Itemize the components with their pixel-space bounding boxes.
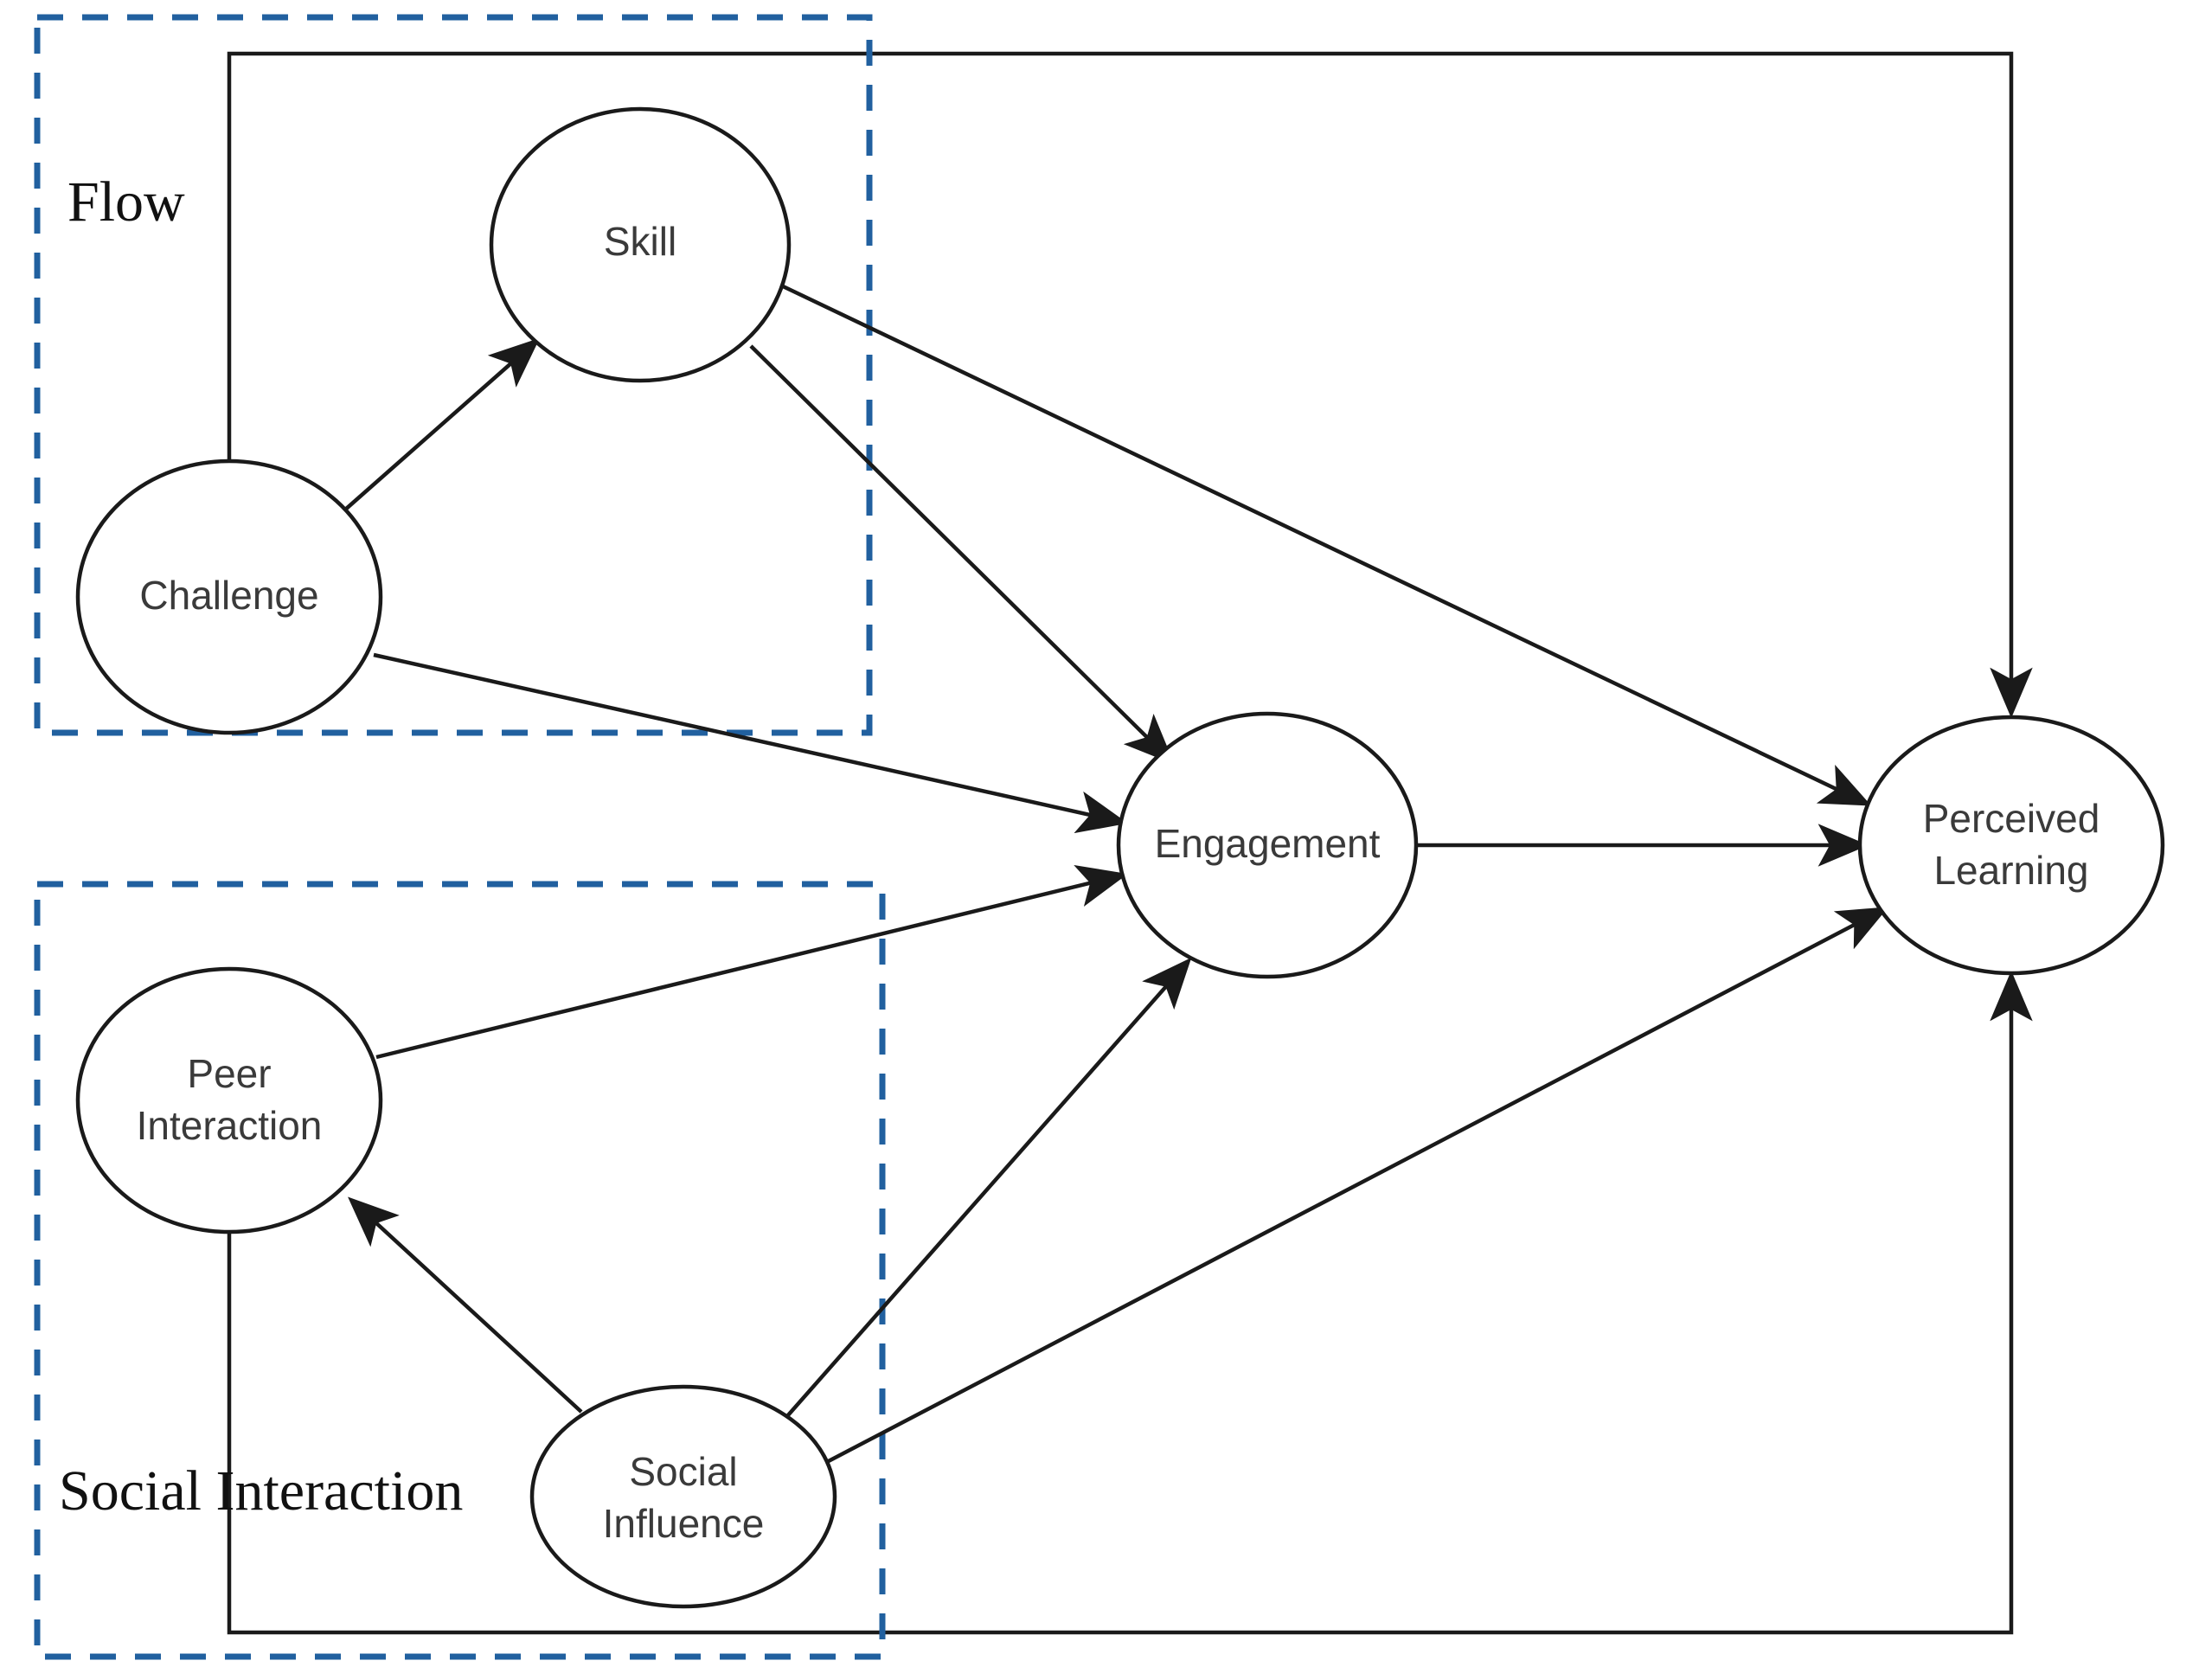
node-ellipse-skill[interactable] xyxy=(489,106,792,383)
edge-skill-to-engagement xyxy=(749,344,1175,765)
node-label-engagement: Engagement xyxy=(1155,821,1381,866)
node-ellipse-engagement[interactable] xyxy=(1116,711,1419,979)
node-label-perceived-learning-line1: Perceived xyxy=(1923,796,2100,841)
edge-social-influence-to-engagement xyxy=(779,957,1192,1425)
node-label-challenge: Challenge xyxy=(139,573,318,618)
edge-peer-interaction-frame-to-perceived-learning xyxy=(227,970,2033,1635)
edge-challenge-to-engagement xyxy=(373,652,1128,834)
edges xyxy=(343,283,1889,1465)
node-engagement[interactable]: Engagement xyxy=(1116,711,1419,979)
node-social-influence[interactable]: Social Influence xyxy=(529,1384,837,1609)
node-challenge[interactable]: Challenge xyxy=(75,458,383,735)
group-boxes xyxy=(34,14,886,1660)
edge-social-influence-to-peer-interaction xyxy=(348,1196,583,1414)
node-peer-interaction[interactable]: Peer Interaction xyxy=(75,966,383,1234)
node-label-peer-interaction-line2: Interaction xyxy=(137,1103,323,1148)
group-label-flow: Flow xyxy=(67,170,185,234)
node-perceived-learning[interactable]: Perceived Learning xyxy=(1857,715,2165,976)
group-label-social-interaction: Social Interaction xyxy=(59,1459,463,1523)
node-label-skill: Skill xyxy=(604,219,676,264)
group-box-flow xyxy=(34,14,873,736)
node-ellipse-challenge[interactable] xyxy=(75,458,383,735)
node-label-social-influence-line1: Social xyxy=(629,1449,737,1494)
group-labels: Flow Social Interaction xyxy=(59,170,463,1523)
edge-social-influence-to-perceived-learning xyxy=(822,907,1889,1465)
edge-challenge-to-skill xyxy=(343,337,541,512)
edge-skill-to-perceived-learning xyxy=(780,283,1872,806)
node-ellipse-social-influence[interactable] xyxy=(529,1384,837,1609)
node-label-peer-interaction-line1: Peer xyxy=(187,1051,271,1096)
node-label-social-influence-line2: Influence xyxy=(603,1501,765,1546)
edge-challenge-frame-to-perceived-learning xyxy=(227,51,2033,719)
routed-frame-edges xyxy=(227,51,2033,1635)
node-skill[interactable]: Skill xyxy=(489,106,792,383)
edge-peer-interaction-to-engagement xyxy=(375,864,1128,1060)
group-box-social-interaction xyxy=(34,881,886,1660)
node-label-perceived-learning-line2: Learning xyxy=(1933,848,2088,893)
node-ellipse-peer-interaction[interactable] xyxy=(75,966,383,1234)
node-ellipse-perceived-learning[interactable] xyxy=(1857,715,2165,976)
